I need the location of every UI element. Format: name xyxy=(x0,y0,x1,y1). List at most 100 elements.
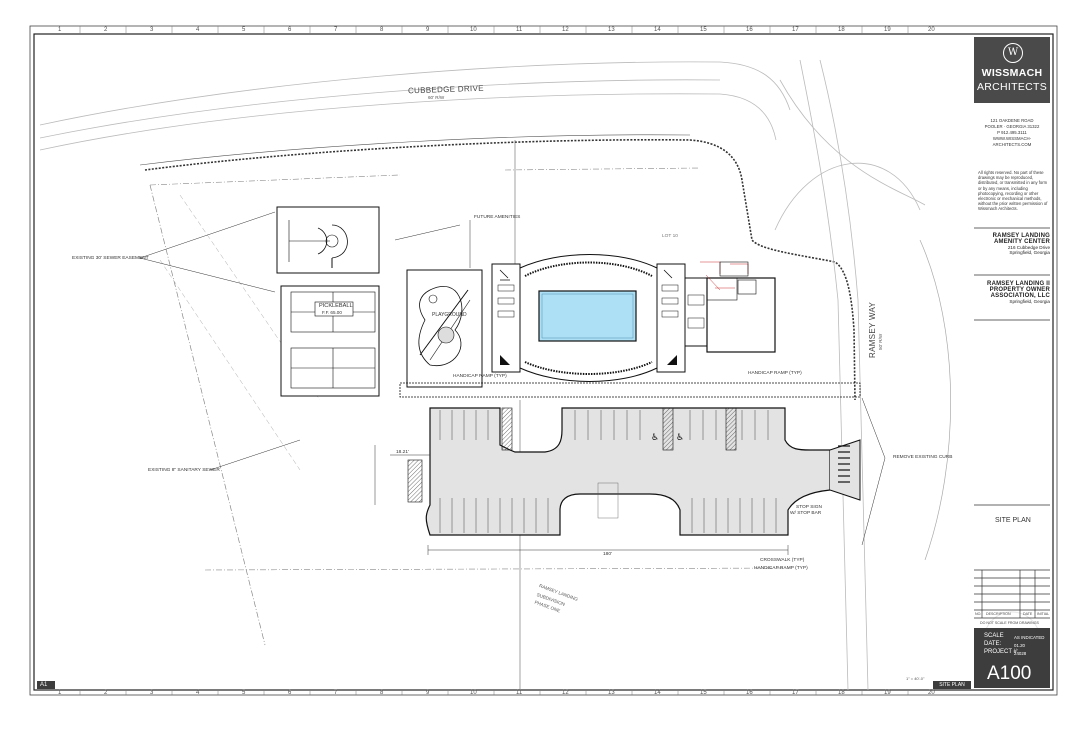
project-number-value: 24028 xyxy=(1014,651,1027,656)
playground xyxy=(406,269,483,388)
grid-col-12-bottom: 12 xyxy=(562,690,569,696)
grid-col-10-bottom: 10 xyxy=(470,690,477,696)
grid-col-17: 17 xyxy=(792,27,799,33)
grid-col-15-bottom: 15 xyxy=(700,690,707,696)
street-row-cubbedge: 60' R/W xyxy=(428,95,445,100)
grid-col-5-bottom: 5 xyxy=(242,690,246,696)
project-addr-line1: 216 Cubbedge Drive xyxy=(1007,245,1050,250)
label-sanitary-sewer: EXISTING 8" SANITARY SEWER xyxy=(148,468,220,473)
grid-col-5: 5 xyxy=(242,27,246,33)
project-owner-line1: RAMSEY LANDING II xyxy=(987,281,1050,287)
grid-col-2-bottom: 2 xyxy=(104,690,108,696)
grid-col-1: 1 xyxy=(58,27,62,33)
title-block-lines xyxy=(974,227,1050,619)
do-not-scale-note: DO NOT SCALE FROM DRAWINGS xyxy=(980,621,1039,625)
firm-logo-mark-icon: W xyxy=(1003,43,1023,63)
sheet-number: A100 xyxy=(987,663,1032,684)
grid-ticks xyxy=(79,26,909,695)
grid-col-14: 14 xyxy=(654,27,661,33)
scale-label: SCALE xyxy=(984,633,1004,639)
grid-col-4: 4 xyxy=(196,27,200,33)
detail-number-tag: A1 xyxy=(37,681,55,689)
firm-subtitle: ARCHITECTS xyxy=(976,81,1048,93)
project-owner: RAMSEY LANDING II PROPERTY OWNER ASSOCIA… xyxy=(974,281,1050,304)
project-name: RAMSEY LANDING AMENITY CENTER 216 Cubbed… xyxy=(974,233,1050,255)
pool-amenity-building xyxy=(491,254,686,382)
sanitary-sewer-line xyxy=(514,140,521,690)
label-handicap-ramp-left: HANDICAP RAMP (TYP) xyxy=(453,374,507,379)
label-pickleball-ff: F.F. 65.00 xyxy=(322,310,342,315)
label-crosswalk: CROSSWALK (TYP) xyxy=(760,558,805,563)
project-owner-addr: Springfield, Georgia xyxy=(1009,299,1050,304)
crosswalk-stripes xyxy=(838,445,850,483)
parking-lot: ♿ ♿ xyxy=(407,407,831,536)
ramsey-way-road xyxy=(774,59,926,691)
grid-col-7: 7 xyxy=(334,27,338,33)
dimension-180: 180' xyxy=(603,552,612,557)
grid-col-20: 20 xyxy=(928,27,935,33)
project-owner-line3: ASSOCIATION, LLC xyxy=(990,293,1050,299)
property-line-north xyxy=(149,167,701,186)
rev-col-initial: INITIAL xyxy=(1037,612,1050,616)
sheet-title: SITE PLAN xyxy=(995,517,1031,524)
grid-col-16-bottom: 16 xyxy=(746,690,753,696)
rev-col-date: DATE xyxy=(1023,612,1033,616)
sheet-inner-border xyxy=(33,33,1054,691)
grid-col-11-bottom: 11 xyxy=(516,690,523,696)
grid-col-18: 18 xyxy=(838,27,845,33)
grid-col-14-bottom: 14 xyxy=(654,690,661,696)
rev-col-description: DESCRIPTION xyxy=(986,612,1011,616)
grid-col-16: 16 xyxy=(746,27,753,33)
grid-col-7-bottom: 7 xyxy=(334,690,338,696)
firm-address-2: POOLER · GEORGIA 31322 xyxy=(984,124,1040,129)
rights-notice: All rights reserved. No part of these dr… xyxy=(978,170,1048,212)
project-owner-line2: PROPERTY OWNER xyxy=(989,287,1050,293)
curb-back-line xyxy=(139,134,691,166)
grid-col-9: 9 xyxy=(426,27,430,33)
grid-col-1-bottom: 1 xyxy=(58,690,62,696)
project-name-line1: RAMSEY LANDING xyxy=(992,233,1050,239)
project-name-line2: AMENITY CENTER xyxy=(993,239,1050,245)
grid-col-11: 11 xyxy=(516,27,523,33)
detail-title-tag: SITE PLAN xyxy=(933,681,971,689)
label-sewer-easement: EXISTING 30' SEWER EASEMENT xyxy=(72,256,149,261)
clubhouse-building xyxy=(684,261,776,353)
label-pickleball: PICKLEBALL xyxy=(319,303,353,309)
firm-logo: W WISSMACH ARCHITECTS xyxy=(974,37,1050,103)
sheet-outer-border xyxy=(29,25,1058,696)
grid-col-19: 19 xyxy=(884,27,891,33)
rev-col-no: NO. xyxy=(975,612,982,616)
project-addr-line2: Springfield, Georgia xyxy=(1009,250,1050,255)
grid-col-20-bottom: 20 xyxy=(928,690,935,696)
grid-col-8-bottom: 8 xyxy=(380,690,384,696)
property-line-south xyxy=(204,567,791,571)
cubbedge-drive-road xyxy=(39,61,791,151)
scale-value: AS INDICATED xyxy=(1014,635,1045,640)
label-handicap-ramp-right: HANDICAP RAMP (TYP) xyxy=(748,371,802,376)
grid-col-4-bottom: 4 xyxy=(196,690,200,696)
grid-col-3-bottom: 3 xyxy=(150,690,154,696)
street-row-ramsey: 50' R/W xyxy=(878,333,883,350)
basketball-court xyxy=(276,206,380,274)
dimension-lines xyxy=(374,445,789,555)
sheet-number-block xyxy=(974,628,1050,688)
label-remove-curb: REMOVE EXISTING CURB xyxy=(893,455,953,460)
label-future-amenities: FUTURE AMENITIES xyxy=(474,215,521,220)
label-lot: LOT 10 xyxy=(662,234,678,239)
firm-website: WWW.WISSMACH-ARCHITECTS.COM xyxy=(992,136,1032,147)
sewer-easement-lines xyxy=(159,194,321,471)
grid-col-10: 10 xyxy=(470,27,477,33)
lot-arc xyxy=(919,239,951,561)
label-playground: PLAYGROUND xyxy=(432,312,467,318)
grid-col-18-bottom: 18 xyxy=(838,690,845,696)
label-stop-sign: STOP SIGN xyxy=(796,505,822,510)
property-line-west xyxy=(149,184,266,646)
svg-text:♿: ♿ xyxy=(676,433,684,443)
label-handicap-ramp-bottom: HANDICAP RAMP (TYP) xyxy=(754,566,808,571)
grid-col-3: 3 xyxy=(150,27,154,33)
firm-name: WISSMACH xyxy=(981,67,1043,79)
firm-address-3: P 912.495.3111 xyxy=(997,130,1027,135)
svg-text:♿: ♿ xyxy=(651,433,659,443)
